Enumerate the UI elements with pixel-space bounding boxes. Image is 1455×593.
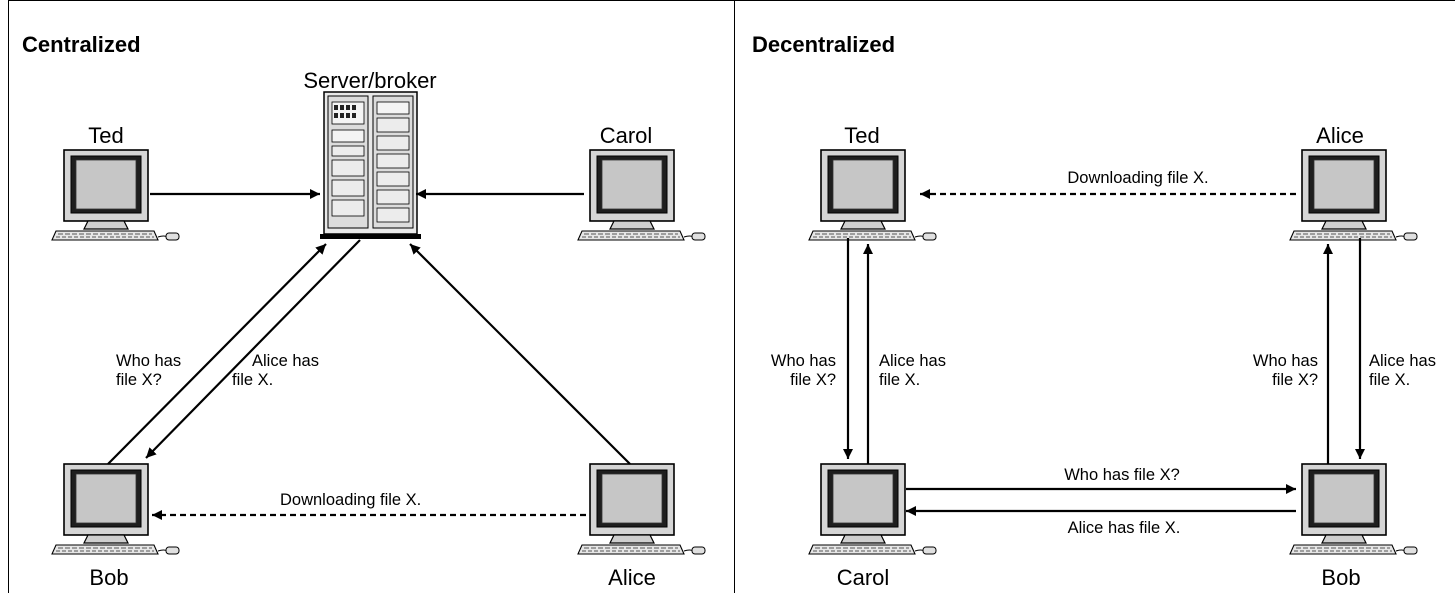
computer-icon-ted <box>808 149 937 241</box>
panel-title: Decentralized <box>752 32 895 57</box>
node-label-carol: Carol <box>600 123 653 148</box>
msg-right-query-line2: file X? <box>1272 371 1318 389</box>
msg-right-query-line1: Who has <box>1253 352 1318 370</box>
node-label-ted: Ted <box>844 123 879 148</box>
server-label: Server/broker <box>303 68 436 93</box>
msg-query-line2: file X? <box>116 371 162 389</box>
node-label-ted: Ted <box>88 123 123 148</box>
msg-reply-line1: Alice has <box>252 352 319 370</box>
panel-centralized: Centralized Server/broker Ted Carol Bob … <box>22 32 706 590</box>
arrow-alice-to-server <box>409 243 631 465</box>
computer-icon-carol <box>577 149 706 241</box>
node-label-bob: Bob <box>89 565 128 590</box>
node-label-alice: Alice <box>1316 123 1364 148</box>
msg-left-query-line1: Who has <box>771 352 836 370</box>
node-label-bob: Bob <box>1321 565 1360 590</box>
panel-decentralized: Decentralized Ted Alice Carol Bob Downlo… <box>752 32 1436 590</box>
panel-border-decentralized <box>734 0 1455 593</box>
node-label-carol: Carol <box>837 565 890 590</box>
arrow-server-to-bob <box>145 239 361 459</box>
computer-icon-bob <box>51 463 180 555</box>
msg-right-reply-line1: Alice has <box>1369 352 1436 370</box>
computer-icon-alice <box>1289 149 1418 241</box>
msg-query-line1: Who has <box>116 352 181 370</box>
node-label-alice: Alice <box>608 565 656 590</box>
msg-download: Downloading file X. <box>1067 169 1208 187</box>
arrow-bob-to-server <box>107 243 327 465</box>
panel-title: Centralized <box>22 32 141 57</box>
server-rack-icon <box>319 91 422 240</box>
msg-bottom-query: Who has file X? <box>1064 466 1180 484</box>
msg-download: Downloading file X. <box>280 491 421 509</box>
msg-left-query-line2: file X? <box>790 371 836 389</box>
computer-icon-alice <box>577 463 706 555</box>
msg-bottom-reply: Alice has file X. <box>1068 519 1181 537</box>
computer-icon-bob <box>1289 463 1418 555</box>
msg-left-reply-line2: file X. <box>879 371 920 389</box>
msg-left-reply-line1: Alice has <box>879 352 946 370</box>
msg-right-reply-line2: file X. <box>1369 371 1410 389</box>
computer-icon-carol <box>808 463 937 555</box>
msg-reply-line2: file X. <box>232 371 273 389</box>
